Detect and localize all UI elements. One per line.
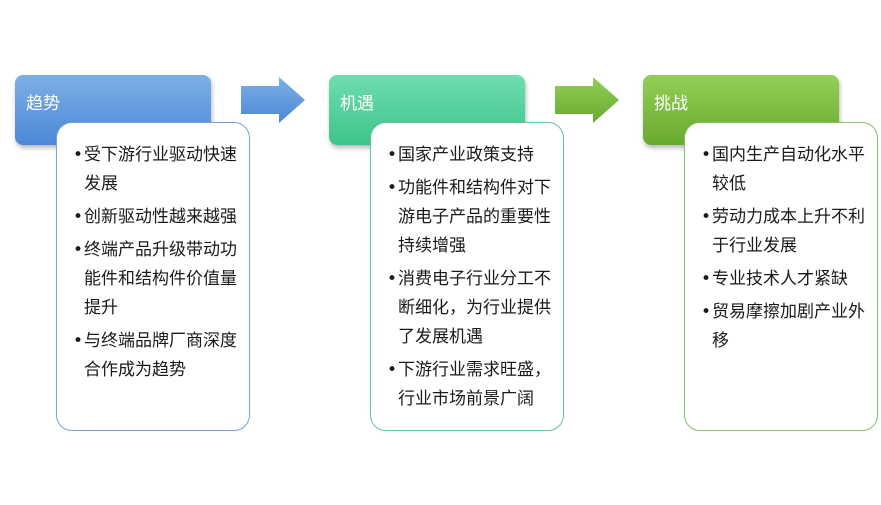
list-challenge: 国内生产自动化水平较低 劳动力成本上升不利于行业发展 专业技术人才紧缺 贸易摩擦… — [701, 141, 869, 356]
list-item: 终端产品升级带动功能件和结构件价值量提升 — [73, 236, 241, 323]
header-opportunity-title: 机遇 — [340, 94, 374, 114]
list-item: 贸易摩擦加剧产业外移 — [701, 298, 869, 356]
list-item: 功能件和结构件对下游电子产品的重要性持续增强 — [387, 174, 555, 261]
list-item: 国家产业政策支持 — [387, 141, 555, 170]
header-trend-title: 趋势 — [26, 94, 60, 114]
list-item: 受下游行业驱动快速发展 — [73, 141, 241, 199]
arrow-right-icon — [241, 77, 305, 123]
list-opportunity: 国家产业政策支持 功能件和结构件对下游电子产品的重要性持续增强 消费电子行业分工… — [387, 141, 555, 414]
card-opportunity: 国家产业政策支持 功能件和结构件对下游电子产品的重要性持续增强 消费电子行业分工… — [370, 122, 564, 431]
list-item: 专业技术人才紧缺 — [701, 265, 869, 294]
list-item: 劳动力成本上升不利于行业发展 — [701, 203, 869, 261]
arrow-right-icon — [555, 77, 619, 123]
list-trend: 受下游行业驱动快速发展 创新驱动性越来越强 终端产品升级带动功能件和结构件价值量… — [73, 141, 241, 385]
card-trend: 受下游行业驱动快速发展 创新驱动性越来越强 终端产品升级带动功能件和结构件价值量… — [56, 122, 250, 431]
list-item: 国内生产自动化水平较低 — [701, 141, 869, 199]
list-item: 消费电子行业分工不断细化，为行业提供了发展机遇 — [387, 265, 555, 352]
list-item: 下游行业需求旺盛，行业市场前景广阔 — [387, 356, 555, 414]
list-item: 创新驱动性越来越强 — [73, 203, 241, 232]
list-item: 与终端品牌厂商深度合作成为趋势 — [73, 327, 241, 385]
header-challenge-title: 挑战 — [654, 94, 688, 114]
card-challenge: 国内生产自动化水平较低 劳动力成本上升不利于行业发展 专业技术人才紧缺 贸易摩擦… — [684, 122, 878, 431]
